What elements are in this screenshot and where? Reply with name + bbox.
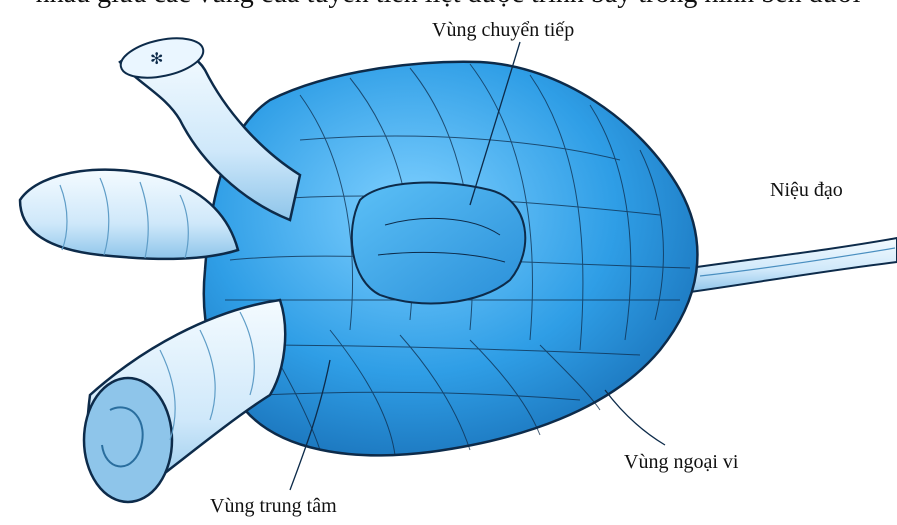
svg-text:✻: ✻	[150, 49, 163, 68]
label-central-zone: Vùng trung tâm	[210, 495, 337, 517]
urethra	[690, 238, 897, 292]
label-peripheral-zone: Vùng ngoại vi	[624, 451, 739, 473]
transition-zone	[352, 183, 525, 304]
seminal-vesicle-left	[20, 170, 238, 259]
caption-fragment: nhau giữa các vùng của tuyến tiền liệt đ…	[36, 0, 861, 9]
label-urethra: Niệu đạo	[770, 179, 843, 201]
label-transition-zone: Vùng chuyển tiếp	[432, 19, 574, 41]
leader-peripheral-zone	[605, 390, 665, 445]
bladder-neck-duct	[84, 300, 285, 502]
